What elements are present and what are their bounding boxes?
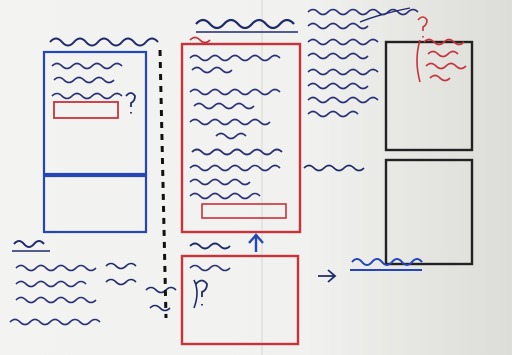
right-top-scribbles bbox=[307, 8, 419, 118]
right-bottom-label-scribble bbox=[351, 258, 423, 266]
right-black-box-bottom bbox=[384, 158, 474, 266]
middle-box-bottom-scribbles bbox=[189, 164, 281, 200]
right-black-box-top bbox=[384, 40, 474, 152]
left-notes-right-scribbles bbox=[105, 262, 177, 312]
middle-red-box bbox=[180, 42, 302, 234]
left-top-question-mark bbox=[125, 92, 136, 114]
left-notes-question-mark bbox=[195, 279, 208, 306]
dashed-divider bbox=[158, 49, 168, 319]
middle-box-section-heading-scribble bbox=[191, 148, 283, 156]
middle-lower-red-box bbox=[180, 254, 300, 346]
left-bottom-blue-box bbox=[42, 174, 148, 234]
left-notes-bracket bbox=[193, 279, 198, 309]
right-red-notes bbox=[417, 16, 467, 82]
up-arrow bbox=[248, 233, 264, 252]
left-top-blue-box bbox=[42, 50, 148, 176]
lower-box-scribble bbox=[189, 264, 231, 272]
left-notes-heading-scribble bbox=[13, 240, 45, 248]
right-arrow bbox=[318, 269, 337, 283]
middle-box-top-scribbles bbox=[189, 54, 281, 140]
right-top-connector-line bbox=[359, 7, 411, 23]
middle-label-scribble bbox=[189, 36, 211, 44]
left-heading-scribble bbox=[49, 37, 159, 47]
right-red-bracket bbox=[416, 39, 421, 83]
left-top-box-scribbles bbox=[51, 62, 123, 100]
middle-box-inner-red-highlight bbox=[201, 203, 287, 219]
middle-box-side-scribble bbox=[303, 164, 365, 172]
lower-box-label-scribble bbox=[189, 242, 231, 250]
left-top-red-highlight bbox=[53, 101, 119, 119]
left-notes-scribbles bbox=[9, 264, 101, 326]
middle-heading-scribble bbox=[195, 18, 295, 30]
